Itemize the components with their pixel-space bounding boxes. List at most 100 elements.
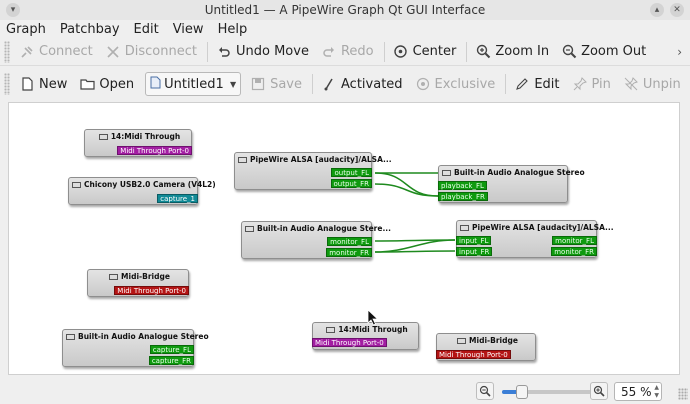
input-fl-port[interactable]: input_FL — [456, 236, 492, 245]
monitor-fr-out-port[interactable]: monitor_FR — [551, 247, 597, 256]
node-analogue-monitor[interactable]: Built-in Audio Analogue Stere... monitor… — [241, 221, 391, 259]
chevron-down-icon: ▼ — [229, 79, 237, 89]
toolbar-handle[interactable] — [4, 73, 10, 95]
document-icon — [150, 76, 161, 93]
monitor-fl-out-port[interactable]: monitor_FL — [552, 236, 597, 245]
node-title: Built-in Audio Analogue Stereo — [78, 332, 209, 341]
zoom-slider-handle[interactable] — [516, 385, 528, 399]
input-fr-port[interactable]: input_FR — [456, 247, 493, 256]
unplug-icon — [105, 44, 121, 60]
menu-view[interactable]: View — [172, 21, 204, 37]
midi-device-icon — [326, 326, 336, 333]
disconnect-label: Disconnect — [124, 44, 197, 59]
node-midi-through-2[interactable]: 14:Midi Through Midi Through Port-0 — [312, 322, 419, 350]
node-audacity-input[interactable]: PipeWire ALSA [audacity]/ALSA... input_F… — [456, 220, 614, 258]
toolbar-overflow-icon[interactable]: › — [677, 45, 682, 59]
node-audacity-output[interactable]: PipeWire ALSA [audacity]/ALSA... output_… — [234, 152, 392, 190]
connect-button[interactable]: Connect — [14, 40, 98, 64]
unpin-button[interactable]: Unpin — [618, 72, 686, 96]
zoom-in-button[interactable]: Zoom In — [470, 40, 554, 64]
disconnect-button[interactable]: Disconnect — [100, 40, 202, 64]
node-analogue-playback[interactable]: Built-in Audio Analogue Stereo playback_… — [438, 165, 585, 203]
monitor-fr-port[interactable]: monitor_FR — [326, 248, 372, 257]
title-bar: ▾ Untitled1 — A PipeWire Graph Qt GUI In… — [0, 0, 690, 20]
redo-button[interactable]: Redo — [316, 40, 379, 64]
capture-fr-port[interactable]: capture_FR — [148, 356, 194, 365]
edit-button[interactable]: Edit — [509, 72, 564, 96]
maximize-icon[interactable]: ▴ — [650, 3, 664, 17]
center-button[interactable]: Center — [388, 40, 462, 64]
unpin-icon — [623, 76, 639, 92]
node-title: 14:Midi Through — [338, 325, 408, 334]
menu-help[interactable]: Help — [217, 21, 248, 37]
mouse-cursor-icon — [367, 309, 379, 326]
patchbay-select[interactable]: Untitled1 ▼ — [145, 72, 242, 96]
node-midi-through[interactable]: 14:Midi Through Midi Through Port-0 — [84, 129, 192, 157]
menu-bar: Graph Patchbay Edit View Help — [0, 20, 690, 38]
window-menu-icon[interactable]: ▾ — [6, 3, 20, 17]
midi-bridge-input-port[interactable]: Midi Through Port-0 — [436, 350, 511, 359]
video-output-port[interactable]: capture_1 — [157, 194, 198, 203]
menu-edit[interactable]: Edit — [133, 21, 159, 37]
node-analogue-capture[interactable]: Built-in Audio Analogue Stereo capture_F… — [62, 329, 209, 367]
zoom-bar: 55 % ▲▼ — [0, 378, 690, 404]
center-label: Center — [412, 44, 457, 59]
zoom-in-small-button[interactable] — [590, 382, 608, 400]
toolbar-handle[interactable] — [4, 40, 10, 63]
output-fr-port[interactable]: output_FR — [330, 179, 372, 188]
open-label: Open — [99, 76, 135, 92]
save-button[interactable]: Save — [245, 72, 307, 96]
midi-input-port[interactable]: Midi Through Port-0 — [312, 338, 387, 347]
new-button[interactable]: New — [14, 72, 72, 96]
graph-canvas[interactable]: 14:Midi Through Midi Through Port-0 Chic… — [8, 102, 680, 375]
undo-move-label: Undo Move — [235, 44, 309, 59]
node-title: Chicony USB2.0 Camera (V4L2) — [84, 180, 216, 189]
zoom-out-small-button[interactable] — [476, 382, 494, 400]
spin-arrows-icon[interactable]: ▲▼ — [654, 384, 659, 399]
menu-patchbay[interactable]: Patchbay — [59, 21, 120, 37]
zoom-slider-fill — [502, 390, 522, 394]
playback-fl-port[interactable]: playback_FL — [438, 181, 487, 190]
activate-icon — [321, 76, 337, 92]
zoom-out-button[interactable]: Zoom Out — [556, 40, 651, 64]
zoom-out-label: Zoom Out — [581, 44, 647, 59]
close-icon[interactable]: ✕ — [670, 3, 684, 17]
node-title: PipeWire ALSA [audacity]/ALSA... — [250, 155, 392, 164]
patchbay-select-value: Untitled1 — [164, 76, 224, 92]
node-header: Midi-Bridge — [88, 270, 188, 283]
node-midi-bridge-2[interactable]: Midi-Bridge Midi Through Port-0 — [436, 333, 536, 361]
playback-fr-port[interactable]: playback_FR — [438, 192, 488, 201]
window-title: Untitled1 — A PipeWire Graph Qt GUI Inte… — [204, 3, 486, 17]
node-header: Midi-Bridge — [437, 334, 535, 347]
resize-grip[interactable] — [678, 388, 688, 400]
audio-device-icon — [66, 333, 75, 340]
zoom-out-icon — [479, 385, 491, 397]
pin-button[interactable]: Pin — [567, 72, 616, 96]
redo-label: Redo — [340, 44, 374, 59]
zoom-spinbox[interactable]: 55 % ▲▼ — [614, 382, 662, 401]
zoom-slider[interactable] — [502, 385, 592, 399]
midi-bridge-output-port[interactable]: Midi Through Port-0 — [114, 286, 189, 295]
zoom-out-icon — [561, 44, 577, 60]
midi-device-icon — [98, 133, 108, 140]
connection-wires — [374, 172, 456, 253]
midi-output-port[interactable]: Midi Through Port-0 — [117, 146, 192, 155]
pin-icon — [572, 76, 588, 92]
output-fl-port[interactable]: output_FL — [331, 168, 372, 177]
node-camera[interactable]: Chicony USB2.0 Camera (V4L2) capture_1 — [68, 177, 216, 205]
exclusive-icon — [415, 76, 431, 92]
connect-label: Connect — [39, 44, 93, 59]
wire-monitor-fr-input-fl — [374, 239, 456, 253]
node-midi-bridge[interactable]: Midi-Bridge Midi Through Port-0 — [87, 269, 189, 297]
undo-move-button[interactable]: Undo Move — [211, 40, 314, 64]
exclusive-button[interactable]: Exclusive — [410, 72, 501, 96]
activated-button[interactable]: Activated — [316, 72, 408, 96]
capture-fl-port[interactable]: capture_FL — [149, 345, 194, 354]
open-button[interactable]: Open — [74, 72, 139, 96]
node-title: Midi-Bridge — [469, 336, 518, 345]
menu-graph[interactable]: Graph — [6, 21, 46, 37]
audio-stream-icon — [238, 156, 247, 163]
graph-toolbar: Connect Disconnect Undo Move Redo — [0, 38, 690, 66]
monitor-fl-port[interactable]: monitor_FL — [327, 237, 372, 246]
separator — [505, 74, 507, 94]
